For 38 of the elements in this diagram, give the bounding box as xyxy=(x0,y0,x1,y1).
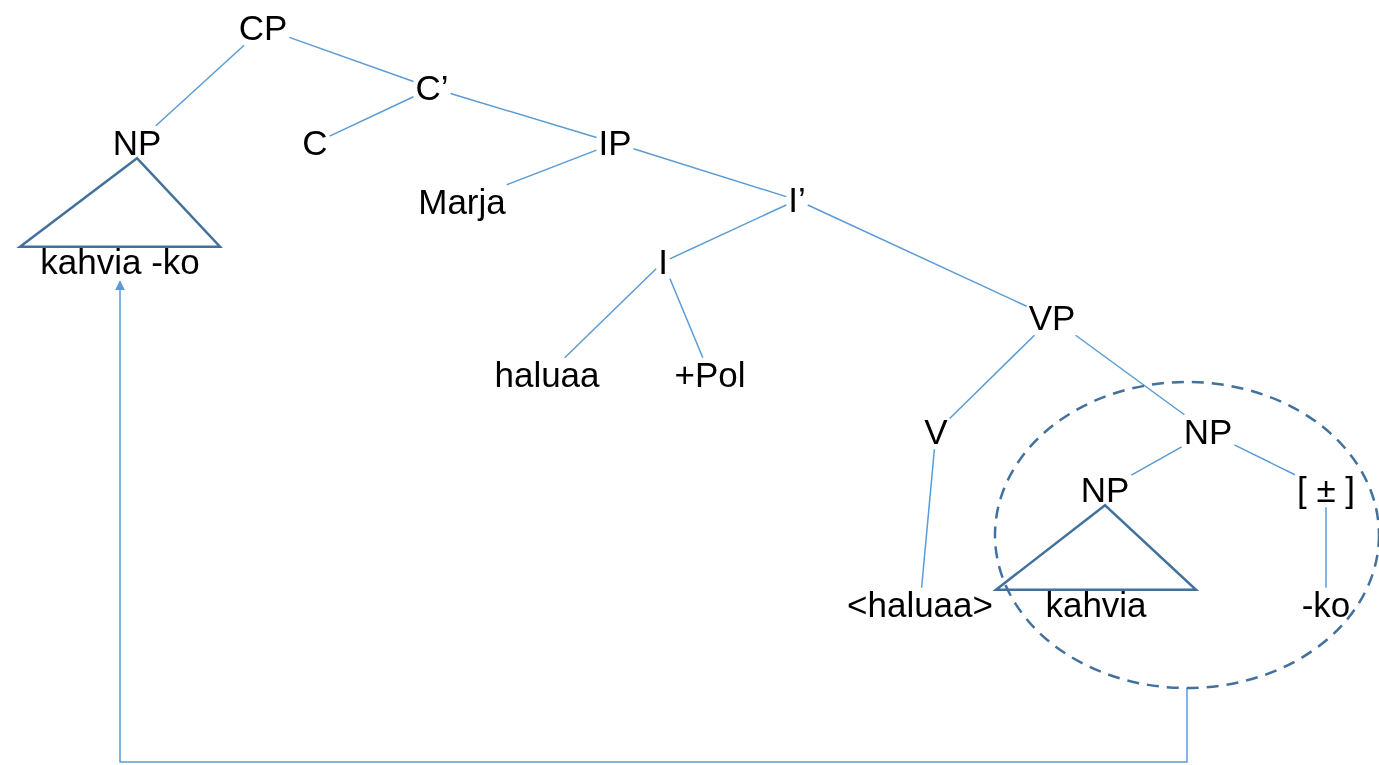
branch-line xyxy=(506,149,598,186)
node-label: +Pol xyxy=(674,355,746,395)
branch-line xyxy=(449,92,598,139)
node-label: C’ xyxy=(415,68,449,108)
movement-arrow xyxy=(115,280,1188,763)
branch-line xyxy=(328,95,415,137)
branch-line xyxy=(669,277,704,359)
branch-line xyxy=(948,334,1036,420)
node-label: CP xyxy=(238,8,288,48)
branch-line xyxy=(920,448,936,589)
node-label: -ko xyxy=(1301,585,1351,625)
node-label: NP xyxy=(1080,470,1130,510)
branch-line xyxy=(1074,334,1186,416)
node-label: IP xyxy=(598,123,632,163)
triangle-roof xyxy=(16,156,223,248)
branch-line xyxy=(288,36,415,83)
branch-line xyxy=(669,204,787,260)
branch-line xyxy=(563,267,657,359)
node-label: V xyxy=(924,412,948,452)
node-label: I’ xyxy=(788,180,806,220)
node-label: [ ± ] xyxy=(1296,470,1356,510)
branch-line xyxy=(807,204,1028,307)
node-label: haluaa xyxy=(494,355,600,395)
branch-line xyxy=(1325,506,1327,589)
node-label: I xyxy=(658,242,668,282)
branch-line xyxy=(155,44,245,127)
node-label: kahvia -ko xyxy=(40,242,200,282)
node-label: kahvia xyxy=(1045,585,1147,625)
branch-line xyxy=(1130,446,1183,476)
node-label: NP xyxy=(1183,412,1233,452)
branch-line xyxy=(632,148,787,198)
node-label: Marja xyxy=(418,182,506,222)
node-label: <haluaa> xyxy=(847,585,993,625)
triangle-roof xyxy=(992,503,1200,591)
branch-line xyxy=(1233,444,1296,476)
node-label: VP xyxy=(1028,298,1076,338)
node-label: NP xyxy=(112,123,162,163)
node-label: C xyxy=(302,123,328,163)
